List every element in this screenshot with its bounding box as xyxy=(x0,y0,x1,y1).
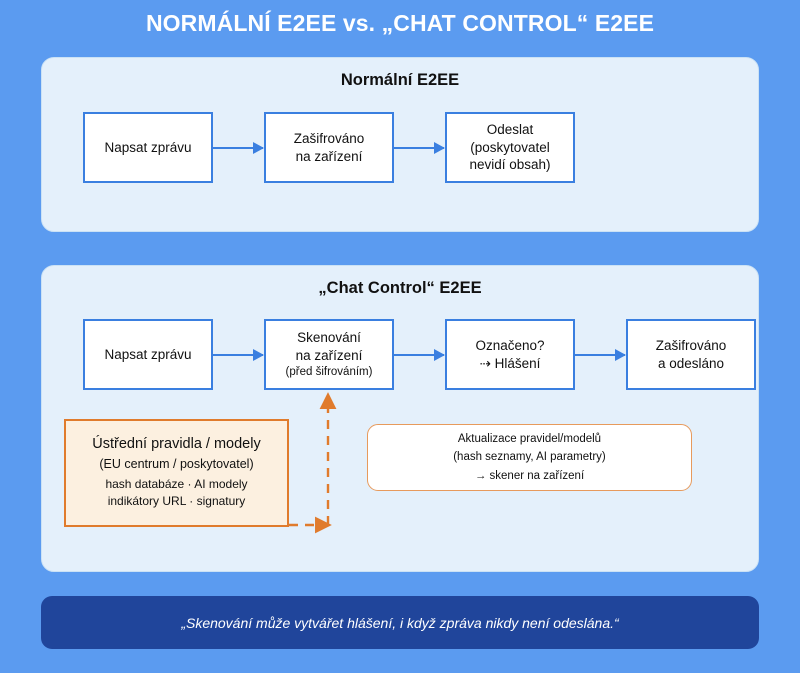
page-title: NORMÁLNÍ E2EE vs. „CHAT CONTROL“ E2EE xyxy=(145,10,655,36)
arrow-chat-3-4 xyxy=(575,349,626,361)
rules-detail-line-1: hash databáze · AI modely xyxy=(105,476,248,491)
flow-box-line2: a odesláno xyxy=(657,355,725,371)
flow-box-normal-3: Odeslat (poskytovatel nevidí obsah) xyxy=(445,112,575,183)
flow-box-line2: ⇢ Hlášení xyxy=(479,355,541,371)
arrow-chat-2-3 xyxy=(394,349,445,361)
arrow-normal-2-3 xyxy=(394,142,445,154)
rules-subtitle: (EU centrum / poskytovatel) xyxy=(99,456,254,471)
update-rules-box: Aktualizace pravidel/modelů (hash seznam… xyxy=(367,424,692,491)
flow-box-line3: nevidí obsah) xyxy=(469,157,551,173)
rules-detail-line-2: indikátory URL · signatury xyxy=(107,494,246,508)
flow-box-chat-3: Označeno? ⇢ Hlášení xyxy=(445,319,575,390)
update-line-2: (hash seznamy, AI parametry) xyxy=(453,451,606,464)
panel-normal-title: Normální E2EE xyxy=(340,71,460,89)
flow-box-normal-2: Zašifrováno na zařízení xyxy=(264,112,394,183)
flow-box-line1: Zašifrováno xyxy=(655,337,727,353)
flow-box-line1: Napsat zprávu xyxy=(104,139,192,155)
flow-box-line3: (před šifrováním) xyxy=(285,365,373,378)
flow-box-line2: na zařízení xyxy=(295,347,363,363)
update-line-1: Aktualizace pravidel/modelů xyxy=(457,432,602,445)
flow-box-line2: (poskytovatel xyxy=(470,139,550,155)
flow-box-chat-1: Napsat zprávu xyxy=(83,319,213,390)
footer-quote-banner: „Skenování může vytvářet hlášení, i když… xyxy=(41,596,759,649)
flow-box-chat-2: Skenování na zařízení (před šifrováním) xyxy=(264,319,394,390)
footer-quote-text: „Skenování může vytvářet hlášení, i když… xyxy=(181,614,619,631)
arrow-normal-1-2 xyxy=(213,142,264,154)
flow-box-line1: Zašifrováno xyxy=(293,130,365,146)
update-line-3: → skener na zařízení xyxy=(474,469,585,482)
flow-box-line1: Označeno? xyxy=(475,337,545,353)
panel-normal-e2ee: Normální E2EE Napsat zprávu Zašifrováno … xyxy=(41,57,759,232)
flow-box-line2: na zařízení xyxy=(295,148,363,164)
flow-box-line1: Napsat zprávu xyxy=(104,346,192,362)
arrow-chat-1-2 xyxy=(213,349,264,361)
flow-box-chat-4: Zašifrováno a odesláno xyxy=(626,319,756,390)
rules-headline: Ústřední pravidla / modely xyxy=(92,435,261,452)
panel-chat-control-e2ee: „Chat Control“ E2EE Napsat zprávu Skenov… xyxy=(41,265,759,572)
flow-box-line1: Odeslat xyxy=(486,121,534,137)
flow-box-line1: Skenování xyxy=(297,330,361,346)
flow-box-normal-1: Napsat zprávu xyxy=(83,112,213,183)
panel-chat-title: „Chat Control“ E2EE xyxy=(318,279,482,297)
central-rules-box: Ústřední pravidla / modely (EU centrum /… xyxy=(64,419,289,527)
